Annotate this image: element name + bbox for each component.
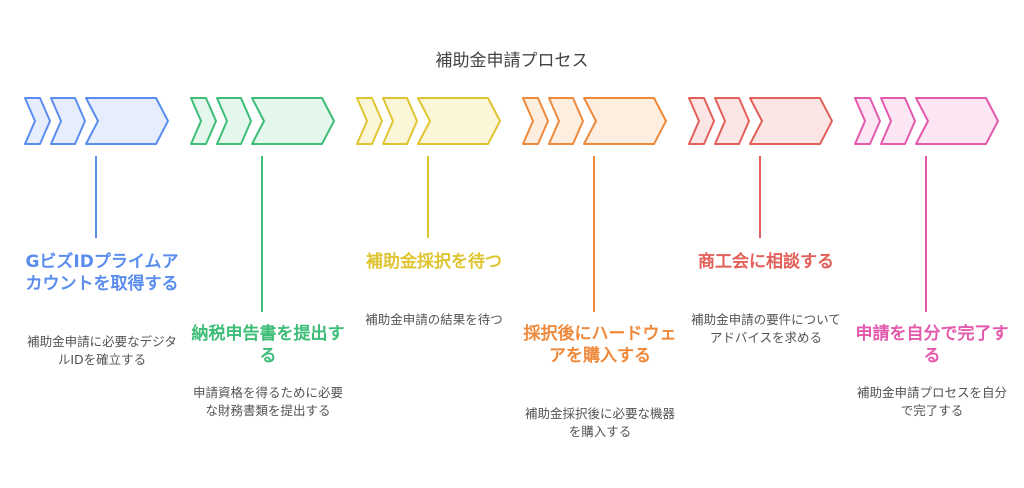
step-1: GビズIDプライムアカウントを取得する 補助金申請に必要なデジタルIDを確立する (22, 0, 192, 488)
step-6: 申請を自分で完了する 補助金申請プロセスを自分で完了する (852, 0, 1022, 488)
step-title: 商工会に相談する (698, 252, 834, 272)
step-connector (427, 156, 429, 238)
step-5: 商工会に相談する 補助金申請の要件についてアドバイスを求める (686, 0, 856, 488)
step-connector (95, 156, 97, 238)
step-connector (925, 156, 927, 312)
chevron-icon (522, 97, 667, 145)
step-2: 納税申告書を提出する 申請資格を得るために必要な財務書類を提出する (188, 0, 358, 488)
step-description: 申請資格を得るために必要な財務書類を提出する (193, 385, 344, 418)
step-4: 採択後にハードウェアを購入する 補助金採択後に必要な機器を購入する (520, 0, 690, 488)
step-3: 補助金採択を待つ 補助金申請の結果を待つ (354, 0, 524, 488)
step-title: 補助金採択を待つ (366, 252, 502, 272)
step-title: 申請を自分で完了する (855, 324, 1009, 366)
chevron-icon (854, 97, 999, 145)
step-title: GビズIDプライムアカウントを取得する (25, 252, 179, 294)
step-title: 納税申告書を提出する (191, 324, 345, 366)
step-description: 補助金申請の要件についてアドバイスを求める (691, 312, 841, 345)
chevron-icon (356, 97, 501, 145)
step-connector (261, 156, 263, 312)
step-description: 補助金申請に必要なデジタルIDを確立する (27, 334, 177, 367)
diagram-title: 補助金申請プロセス (435, 51, 589, 71)
step-description: 補助金採択後に必要な機器を購入する (525, 406, 676, 439)
chevron-icon (24, 97, 169, 145)
chevron-icon (190, 97, 335, 145)
step-connector (759, 156, 761, 238)
step-connector (593, 156, 595, 312)
step-description: 補助金申請の結果を待つ (365, 312, 503, 327)
chevron-icon (688, 97, 833, 145)
step-title: 採択後にハードウェアを購入する (523, 324, 677, 366)
step-description: 補助金申請プロセスを自分で完了する (857, 385, 1008, 418)
